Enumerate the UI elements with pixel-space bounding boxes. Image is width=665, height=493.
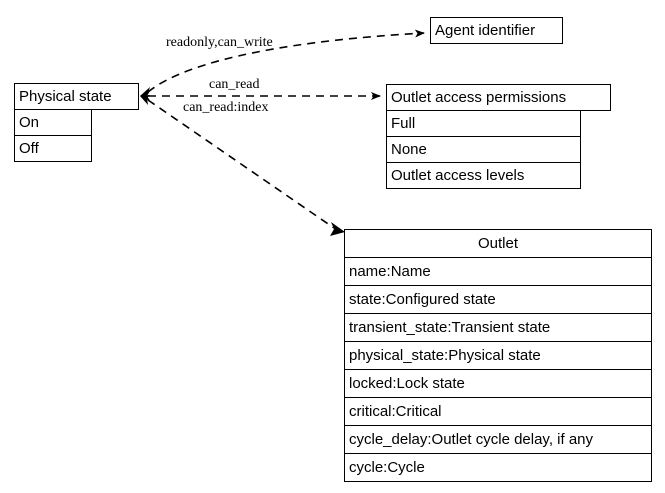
class-physical-state-title: Physical state	[14, 83, 139, 110]
edge-label-can-read: can_read	[209, 77, 260, 92]
class-outlet-row-6: cycle_delay:Outlet cycle delay, if any	[344, 425, 652, 454]
class-agent-identifier-title: Agent identifier	[430, 17, 563, 44]
class-outlet-row-5: critical:Critical	[344, 397, 652, 426]
class-outlet-access-permissions-title: Outlet access permissions	[386, 84, 611, 111]
class-outlet-access-permissions-row-0: Full	[386, 110, 581, 137]
class-physical-state-row-1: Off	[14, 135, 92, 162]
class-outlet-row-2: transient_state:Transient state	[344, 313, 652, 342]
class-outlet-row-0: name:Name	[344, 257, 652, 286]
class-outlet-row-4: locked:Lock state	[344, 369, 652, 398]
class-outlet-access-permissions-row-1: None	[386, 136, 581, 163]
edge-can-read-index	[140, 95, 345, 236]
class-outlet-access-permissions-row-2: Outlet access levels	[386, 162, 581, 189]
class-outlet-row-3: physical_state:Physical state	[344, 341, 652, 370]
class-outlet-row-1: state:Configured state	[344, 285, 652, 314]
edge-label-readonly-can-write: readonly,can_write	[166, 35, 273, 50]
class-outlet-row-7: cycle:Cycle	[344, 453, 652, 482]
class-physical-state-row-0: On	[14, 109, 92, 136]
edge-label-can-read-index: can_read:index	[183, 100, 269, 115]
class-outlet-title: Outlet	[344, 229, 652, 258]
